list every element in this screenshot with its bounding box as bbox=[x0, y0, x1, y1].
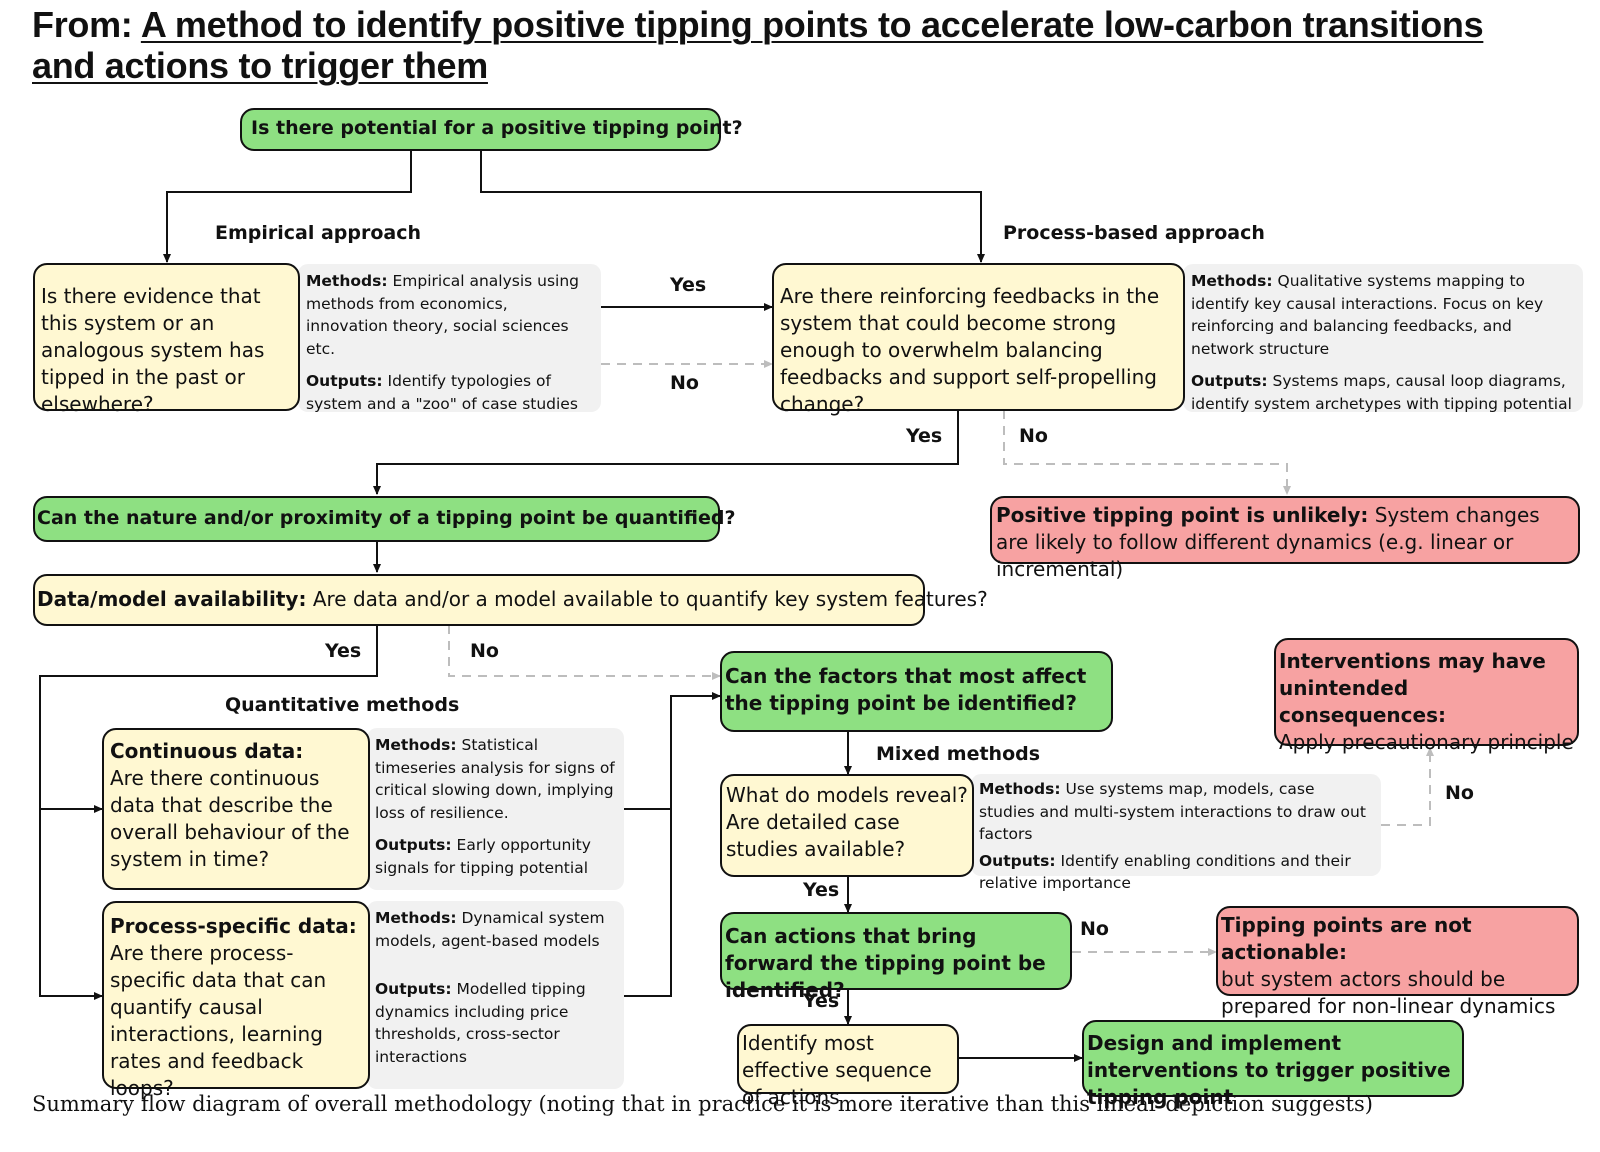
empirical-methods-text: Empirical analysis using methods from ec… bbox=[306, 272, 580, 358]
edge-label-yes-process: Yes bbox=[906, 425, 943, 447]
edge-label-no-process: No bbox=[1019, 425, 1048, 447]
edge-label-yes-actions: Yes bbox=[803, 990, 840, 1012]
node-process-specific-data-bold: Process-specific data: bbox=[110, 914, 357, 938]
node-tipping-unlikely: Positive tipping point is unlikely: Syst… bbox=[990, 496, 1580, 581]
edge-top-to-empirical bbox=[163, 150, 412, 263]
edge-data-yes bbox=[39, 625, 378, 1000]
figure-title: From: A method to identify positive tipp… bbox=[32, 4, 1552, 86]
continuous-methods-text: Statistical timeseries analysis for sign… bbox=[375, 736, 615, 822]
edge-label-yes-data: Yes bbox=[325, 640, 362, 662]
process-data-methods-panel: Methods: Dynamical system models, agent-… bbox=[367, 901, 624, 1089]
edge-label-yes-models: Yes bbox=[803, 879, 840, 901]
node-unintended-consequences: Interventions may have unintended conseq… bbox=[1274, 638, 1579, 754]
node-not-actionable-text: but system actors should be prepared for… bbox=[1221, 967, 1556, 1018]
article-title-link[interactable]: A method to identify positive tipping po… bbox=[32, 4, 1484, 86]
node-continuous-data: Continuous data: Are there continuous da… bbox=[102, 728, 370, 890]
title-prefix: From: bbox=[32, 4, 141, 45]
node-models-reveal-text: What do models reveal? Are detailed case… bbox=[726, 783, 968, 861]
label-mixed-methods: Mixed methods bbox=[876, 743, 1041, 765]
empirical-outputs-text: Identify typologies of system and a "zoo… bbox=[306, 372, 578, 413]
continuous-outputs-label: Outputs: bbox=[375, 836, 452, 854]
node-not-actionable: Tipping points are not actionable: but s… bbox=[1216, 906, 1579, 1018]
node-factors-identified: Can the factors that most affect the tip… bbox=[720, 651, 1113, 732]
node-reinforcing-feedbacks: Are there reinforcing feedbacks in the s… bbox=[772, 263, 1185, 416]
label-quantitative-methods: Quantitative methods bbox=[225, 694, 460, 716]
node-potential-tipping-point-text: Is there potential for a positive tippin… bbox=[251, 117, 743, 139]
node-data-availability-text: Are data and/or a model available to qua… bbox=[312, 587, 988, 611]
empirical-methods-panel: Methods: Empirical analysis using method… bbox=[298, 264, 601, 413]
node-not-actionable-bold: Tipping points are not actionable: bbox=[1221, 913, 1472, 964]
node-empirical-evidence: Is there evidence that this system or an… bbox=[33, 263, 300, 416]
node-unintended-consequences-bold: Interventions may have unintended conseq… bbox=[1279, 649, 1546, 727]
edge-mixed-no bbox=[1381, 747, 1434, 826]
mixed-methods-panel: Methods: Use systems map, models, case s… bbox=[971, 774, 1381, 892]
node-design-interventions-text: Design and implement interventions to tr… bbox=[1087, 1031, 1451, 1109]
node-effective-sequence: Identify most effective sequence of acti… bbox=[737, 1024, 959, 1109]
mixed-methods-label: Methods: bbox=[979, 780, 1061, 798]
node-quantify-tipping-point-text: Can the nature and/or proximity of a tip… bbox=[37, 507, 736, 529]
node-quantify-tipping-point: Can the nature and/or proximity of a tip… bbox=[33, 496, 736, 542]
node-design-interventions: Design and implement interventions to tr… bbox=[1082, 1020, 1464, 1109]
label-process-approach: Process-based approach bbox=[1003, 222, 1265, 244]
process-data-methods-label: Methods: bbox=[375, 909, 457, 927]
process-methods-label: Methods: bbox=[1191, 272, 1273, 290]
edge-label-yes-empirical: Yes bbox=[670, 274, 707, 296]
edge-process-yes bbox=[373, 410, 959, 495]
node-data-availability-bold: Data/model availability: bbox=[37, 587, 307, 611]
node-unintended-consequences-text: Apply precautionary principle bbox=[1279, 730, 1574, 754]
process-methods-panel: Methods: Qualitative systems mapping to … bbox=[1183, 264, 1583, 413]
edge-label-no-actions: No bbox=[1080, 918, 1109, 940]
edge-data-no bbox=[448, 625, 721, 680]
node-continuous-data-bold: Continuous data: bbox=[110, 739, 304, 763]
continuous-outputs-text: Early opportunity signals for tipping po… bbox=[375, 836, 591, 877]
node-data-availability: Data/model availability: Are data and/or… bbox=[33, 574, 988, 626]
edge-process-data-out bbox=[624, 692, 721, 997]
edge-top-to-process bbox=[480, 150, 985, 263]
node-reinforcing-feedbacks-text: Are there reinforcing feedbacks in the s… bbox=[780, 284, 1160, 416]
figure-caption: Summary flow diagram of overall methodol… bbox=[32, 1092, 1373, 1116]
node-process-specific-data: Process-specific data: Are there process… bbox=[102, 901, 370, 1100]
process-data-outputs-text: Modelled tipping dynamics including pric… bbox=[375, 980, 586, 1066]
node-potential-tipping-point: Is there potential for a positive tippin… bbox=[240, 108, 743, 151]
node-factors-identified-text: Can the factors that most affect the tip… bbox=[725, 664, 1087, 715]
node-tipping-unlikely-bold: Positive tipping point is unlikely: bbox=[996, 503, 1369, 527]
continuous-methods-label: Methods: bbox=[375, 736, 457, 754]
empirical-methods-label: Methods: bbox=[306, 272, 388, 290]
process-methods-text: Qualitative systems mapping to identify … bbox=[1191, 272, 1544, 358]
node-actions-identified: Can actions that bring forward the tippi… bbox=[720, 912, 1072, 1002]
node-effective-sequence-text: Identify most effective sequence of acti… bbox=[742, 1031, 932, 1109]
mixed-outputs-label: Outputs: bbox=[979, 851, 1056, 870]
label-empirical-approach: Empirical approach bbox=[215, 222, 422, 244]
node-models-reveal: What do models reveal? Are detailed case… bbox=[720, 774, 974, 877]
process-data-methods-text: Dynamical system models, agent-based mod… bbox=[375, 909, 605, 950]
process-outputs-label: Outputs: bbox=[1191, 372, 1268, 390]
continuous-methods-panel: Methods: Statistical timeseries analysis… bbox=[367, 728, 624, 890]
mixed-outputs-text: Identify enabling conditions and their r… bbox=[979, 851, 1351, 893]
node-tipping-unlikely-text: System changes are likely to follow diff… bbox=[996, 503, 1540, 581]
edge-label-no-mixed: No bbox=[1445, 782, 1474, 804]
empirical-outputs-label: Outputs: bbox=[306, 372, 383, 390]
node-continuous-data-text: Are there continuous data that describe … bbox=[110, 766, 350, 871]
node-process-specific-data-text: Are there process-specific data that can… bbox=[110, 941, 327, 1100]
edge-label-no-data: No bbox=[470, 640, 499, 662]
edge-label-no-empirical: No bbox=[670, 372, 699, 394]
process-data-outputs-label: Outputs: bbox=[375, 980, 452, 998]
node-empirical-evidence-text: Is there evidence that this system or an… bbox=[41, 284, 265, 416]
process-outputs-text: Systems maps, causal loop diagrams, iden… bbox=[1191, 372, 1572, 413]
edge-process-no bbox=[1003, 410, 1291, 495]
node-actions-identified-text: Can actions that bring forward the tippi… bbox=[725, 924, 1046, 1002]
mixed-methods-text: Use systems map, models, case studies an… bbox=[979, 780, 1366, 843]
